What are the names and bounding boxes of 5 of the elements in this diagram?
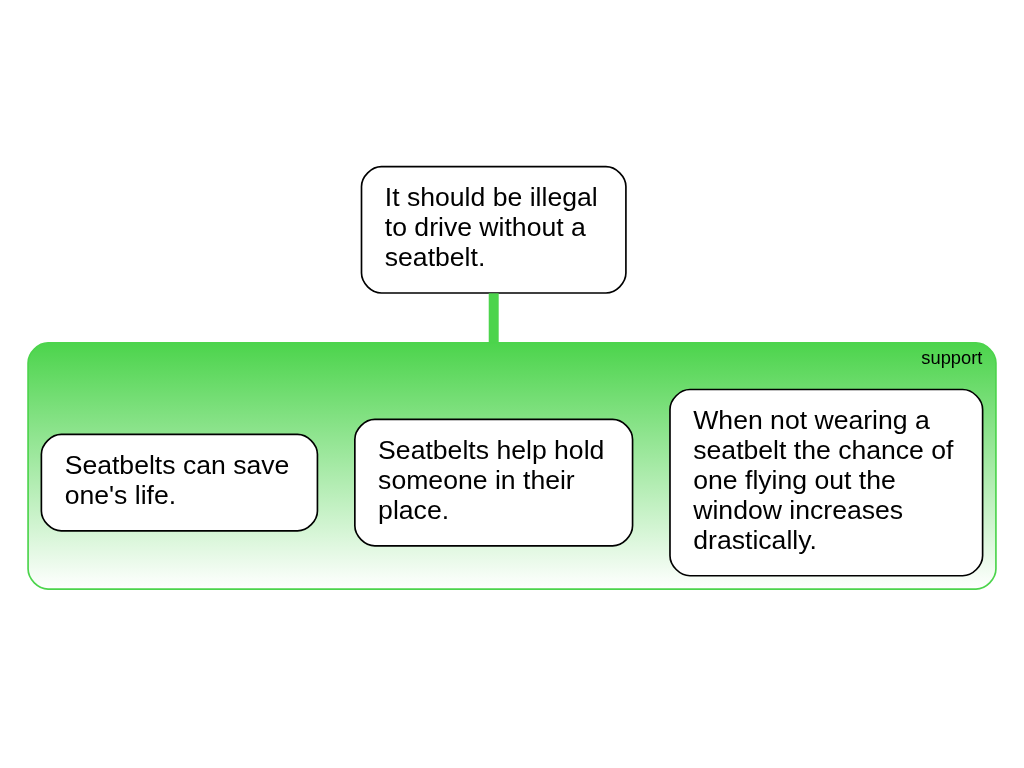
node-box: Seatbelts help hold someone in their place. bbox=[354, 418, 634, 547]
node-box: When not wearing a seatbelt the chance of one flying out the window increases drastically. bbox=[669, 388, 984, 577]
connector bbox=[488, 292, 499, 343]
node-box: Seatbelts can save one's life. bbox=[40, 433, 319, 532]
node-box: It should be illegal to drive without a seatbelt. bbox=[360, 165, 627, 294]
